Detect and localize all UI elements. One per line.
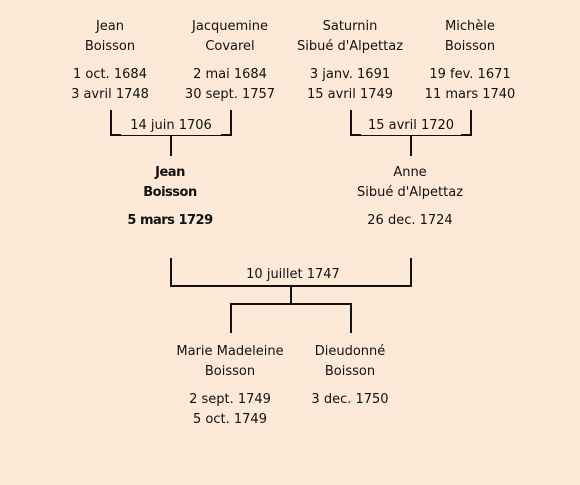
person-given-name: Marie Madeleine xyxy=(176,344,284,359)
person-family-name: Boisson xyxy=(444,39,496,54)
connector-line xyxy=(350,303,352,333)
person-given-name: Saturnin xyxy=(322,19,378,34)
person-dates: 3 janv. 1691 15 avril 1749 xyxy=(270,65,430,105)
connector-line xyxy=(170,258,172,287)
birth-date: 3 dec. 1750 xyxy=(311,392,389,407)
person-dates: 5 mars 1729 xyxy=(90,211,250,231)
birth-date: 26 dec. 1724 xyxy=(367,213,453,228)
connector-line xyxy=(290,285,292,305)
connector-line xyxy=(350,110,352,136)
connector-line xyxy=(230,110,232,136)
connector-line xyxy=(410,134,412,156)
marriage-date: 14 juin 1706 xyxy=(121,117,221,135)
death-date: 3 avril 1748 xyxy=(71,87,149,102)
connector-line xyxy=(230,303,352,305)
person-given-name: Jacquemine xyxy=(192,19,268,34)
connector-line xyxy=(170,134,172,156)
person-card-focus: Jean Boisson 5 mars 1729 xyxy=(90,163,250,231)
person-dates: 2 mai 1684 30 sept. 1757 xyxy=(150,65,310,105)
person-family-name: Boisson xyxy=(143,185,197,200)
death-date: 5 oct. 1749 xyxy=(193,412,267,427)
person-given-name: Michèle xyxy=(445,19,495,34)
death-date: 11 mars 1740 xyxy=(424,87,516,102)
birth-date: 5 mars 1729 xyxy=(127,213,213,228)
birth-date: 1 oct. 1684 xyxy=(73,67,147,82)
person-given-name: Anne xyxy=(393,165,427,180)
birth-date: 2 mai 1684 xyxy=(193,67,267,82)
person-family-name: Covarel xyxy=(205,39,255,54)
person-card: Jacquemine Covarel 2 mai 1684 30 sept. 1… xyxy=(150,17,310,105)
person-card: Saturnin Sibué d'Alpettaz 3 janv. 1691 1… xyxy=(270,17,430,105)
connector-line xyxy=(470,110,472,136)
person-card: Marie Madeleine Boisson 2 sept. 1749 5 o… xyxy=(150,342,310,430)
person-card: Anne Sibué d'Alpettaz 26 dec. 1724 xyxy=(330,163,490,231)
person-family-name: Sibué d'Alpettaz xyxy=(356,185,464,200)
person-family-name: Sibué d'Alpettaz xyxy=(296,39,404,54)
person-given-name: Dieudonné xyxy=(314,344,386,359)
person-given-name: Jean xyxy=(155,165,185,180)
birth-date: 19 fev. 1671 xyxy=(429,67,511,82)
person-given-name: Jean xyxy=(95,19,125,34)
person-card: Michèle Boisson 19 fev. 1671 11 mars 174… xyxy=(390,17,550,105)
birth-date: 2 sept. 1749 xyxy=(189,392,271,407)
person-dates: 26 dec. 1724 xyxy=(330,211,490,231)
death-date: 15 avril 1749 xyxy=(306,87,394,102)
person-card: Jean Boisson 1 oct. 1684 3 avril 1748 xyxy=(30,17,190,105)
person-family-name: Boisson xyxy=(204,364,256,379)
marriage-date: 10 juillet 1747 xyxy=(236,266,350,284)
person-dates: 3 dec. 1750 xyxy=(270,390,430,410)
death-date: 30 sept. 1757 xyxy=(184,87,276,102)
birth-date: 3 janv. 1691 xyxy=(309,67,391,82)
person-dates: 1 oct. 1684 3 avril 1748 xyxy=(30,65,190,105)
person-card: Dieudonné Boisson 3 dec. 1750 xyxy=(270,342,430,410)
person-dates: 19 fev. 1671 11 mars 1740 xyxy=(390,65,550,105)
person-dates: 2 sept. 1749 5 oct. 1749 xyxy=(150,390,310,430)
connector-line xyxy=(110,110,112,136)
connector-line xyxy=(230,303,232,333)
person-family-name: Boisson xyxy=(324,364,376,379)
person-family-name: Boisson xyxy=(84,39,136,54)
connector-line xyxy=(410,258,412,287)
marriage-date: 15 avril 1720 xyxy=(361,117,461,135)
